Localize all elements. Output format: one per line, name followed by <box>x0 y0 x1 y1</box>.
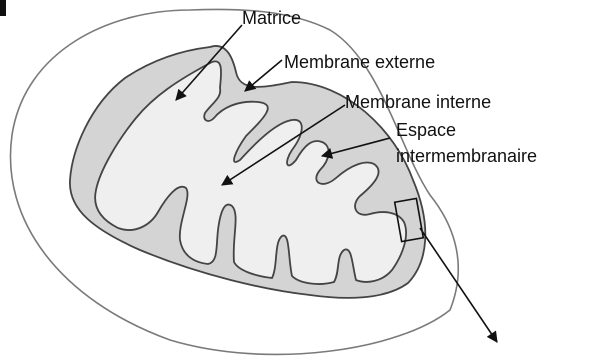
label-espace: Espace <box>396 120 456 140</box>
label-intermembranaire: intermembranaire <box>396 146 537 166</box>
label-matrice: Matrice <box>242 8 301 28</box>
corner-mark <box>0 0 6 16</box>
label-membrane-interne: Membrane interne <box>345 92 491 112</box>
label-membrane-externe: Membrane externe <box>284 52 435 72</box>
